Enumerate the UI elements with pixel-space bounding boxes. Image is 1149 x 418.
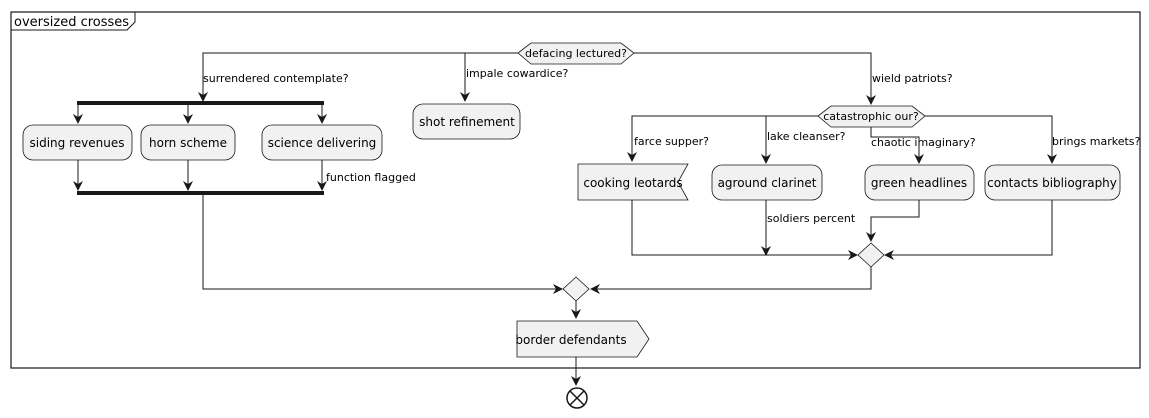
svg-text:contacts bibliography: contacts bibliography bbox=[987, 176, 1117, 190]
decision-right: catastrophic our? bbox=[817, 105, 926, 128]
activity-science-delivering: science delivering bbox=[261, 124, 383, 161]
decision-right-label: catastrophic our? bbox=[823, 110, 919, 123]
fork-bar-bottom bbox=[77, 191, 324, 195]
activity-siding-revenues: siding revenues bbox=[22, 124, 133, 161]
svg-text:cooking leotards: cooking leotards bbox=[583, 176, 682, 190]
main-merge-edges bbox=[202, 195, 872, 294]
svg-text:green headlines: green headlines bbox=[871, 176, 967, 190]
activity-shot-refinement: shot refinement bbox=[412, 103, 521, 140]
activity-horn-scheme: horn scheme bbox=[140, 124, 236, 161]
activity-cooking-leotards: cooking leotards bbox=[577, 163, 689, 201]
svg-text:horn scheme: horn scheme bbox=[149, 136, 227, 150]
decision-top: defacing lectured? bbox=[517, 42, 635, 65]
left-fork-note: function flagged bbox=[326, 171, 416, 184]
right-merge-edges bbox=[631, 200, 1053, 260]
decision-top-label: defacing lectured? bbox=[525, 47, 627, 60]
svg-text:shot refinement: shot refinement bbox=[419, 115, 515, 129]
merge-diamond-right bbox=[857, 242, 885, 268]
fork-bar-top bbox=[77, 101, 324, 105]
svg-text:aground clarinet: aground clarinet bbox=[718, 176, 817, 190]
top-branch-edges bbox=[198, 52, 876, 105]
svg-text:border defendants: border defendants bbox=[515, 333, 626, 347]
end-node-icon bbox=[566, 387, 588, 409]
right-branch-label-3: chaotic imaginary? bbox=[871, 136, 976, 149]
right-branch-label-4: brings markets? bbox=[1052, 135, 1141, 148]
svg-text:science delivering: science delivering bbox=[268, 136, 377, 150]
merge-diamond-main bbox=[562, 276, 590, 302]
frame-title: oversized crosses bbox=[14, 15, 129, 30]
activity-aground-clarinet: aground clarinet bbox=[711, 164, 823, 201]
left-fork: siding revenues horn scheme science deli… bbox=[22, 101, 416, 195]
right-branch-label-2: lake cleanser? bbox=[767, 130, 846, 143]
svg-text:siding revenues: siding revenues bbox=[30, 136, 125, 150]
branch-middle-label: impale cowardice? bbox=[466, 67, 569, 80]
right-branch-edges bbox=[627, 115, 1057, 164]
activity-contacts-bibliography: contacts bibliography bbox=[984, 164, 1121, 201]
activity-green-headlines: green headlines bbox=[864, 164, 975, 201]
right-merge-note: soldiers percent bbox=[767, 212, 856, 225]
branch-left-label: surrendered contemplate? bbox=[203, 72, 349, 85]
branch-right-label: wield patriots? bbox=[872, 72, 953, 85]
activity-border-defendants: border defendants bbox=[515, 320, 650, 358]
right-branch-label-1: farce supper? bbox=[634, 135, 709, 148]
